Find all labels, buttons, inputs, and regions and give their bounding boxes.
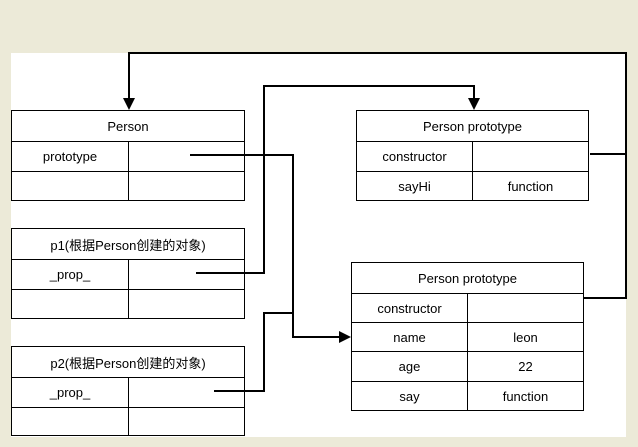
person-prototype-bottom-table: Person prototype constructor name leon a… <box>351 262 584 411</box>
p1-prop-label: _prop_ <box>49 267 91 282</box>
age-value: 22 <box>467 352 583 381</box>
person-prototype-value <box>128 142 244 171</box>
p1-title: p1(根据Person创建的对象) <box>50 237 206 253</box>
age-label: age <box>398 359 421 374</box>
person-empty-left <box>12 172 128 201</box>
constructor-value <box>472 142 588 171</box>
p2-title: p2(根据Person创建的对象) <box>50 355 206 371</box>
name-value: leon <box>467 323 583 351</box>
person-prototype-bottom-title: Person prototype <box>417 270 517 286</box>
p1-empty-right <box>128 290 244 319</box>
p1-prop-value <box>128 260 244 289</box>
constructor-label: constructor <box>377 300 442 316</box>
person-empty-right <box>128 172 244 201</box>
constructor-label: constructor <box>382 149 447 164</box>
person-title: Person <box>107 118 149 134</box>
p2-prop-value <box>128 378 244 407</box>
p2-prop-label: _prop_ <box>49 385 91 400</box>
p1-table: p1(根据Person创建的对象) _prop_ <box>11 228 245 319</box>
person-prototype-top-title: Person prototype <box>422 118 522 134</box>
p2-table: p2(根据Person创建的对象) _prop_ <box>11 346 245 436</box>
sayhi-value: function <box>472 172 588 201</box>
sayhi-label: sayHi <box>398 179 431 194</box>
p2-empty-right <box>128 408 244 436</box>
name-label: name <box>393 329 426 345</box>
person-table: Person prototype <box>11 110 245 201</box>
person-prototype-top-table: Person prototype constructor sayHi funct… <box>356 110 589 201</box>
say-label: say <box>399 389 420 404</box>
constructor-value <box>467 294 583 322</box>
p1-empty-left <box>12 290 128 319</box>
say-value: function <box>467 382 583 411</box>
p2-empty-left <box>12 408 128 436</box>
person-prototype-label: prototype <box>42 149 98 164</box>
